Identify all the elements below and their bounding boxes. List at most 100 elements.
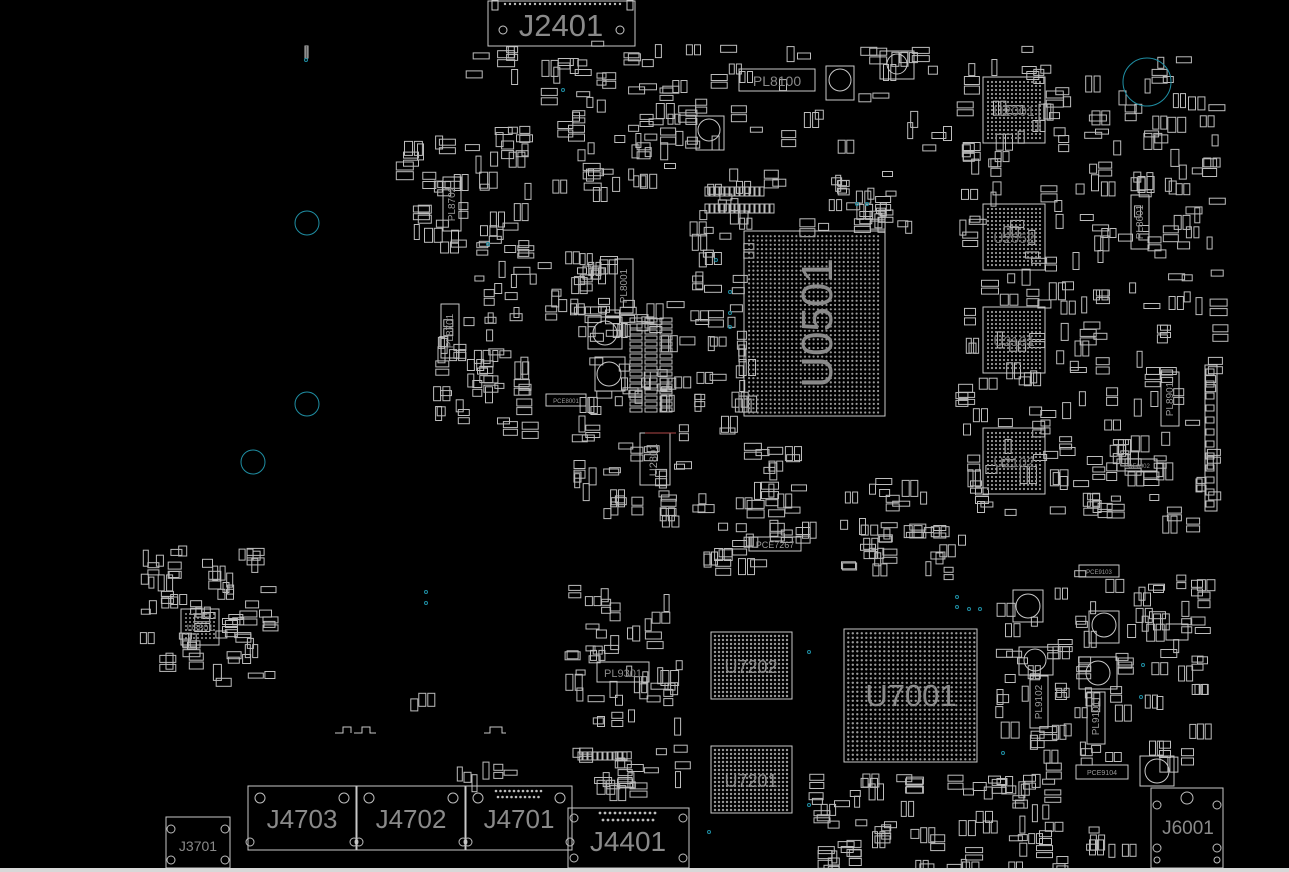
pad <box>1005 623 1012 638</box>
pad <box>165 652 174 670</box>
pad <box>644 359 658 365</box>
pad <box>1185 206 1203 215</box>
pad <box>1039 838 1052 845</box>
pad <box>572 111 580 122</box>
pad <box>802 521 809 539</box>
pad <box>1120 450 1130 467</box>
pad <box>715 558 732 567</box>
pad <box>472 52 490 60</box>
pad <box>689 221 698 237</box>
pad <box>678 424 689 433</box>
pad <box>749 186 755 197</box>
pad <box>1143 132 1153 150</box>
pad <box>1186 525 1201 533</box>
cap-pce7267 <box>748 536 802 552</box>
pad <box>874 826 891 835</box>
pad <box>1195 478 1203 493</box>
pad <box>465 70 483 79</box>
pad <box>589 357 604 366</box>
pad <box>719 186 725 197</box>
pad <box>614 396 623 407</box>
pad <box>513 266 531 275</box>
pad <box>629 359 643 365</box>
pad <box>577 267 587 275</box>
pad <box>1028 833 1036 845</box>
pad <box>660 498 677 507</box>
pad <box>472 380 483 388</box>
pad <box>882 171 893 177</box>
pad <box>511 69 519 85</box>
pad <box>659 401 673 407</box>
pad <box>609 785 618 802</box>
pad <box>965 854 984 861</box>
pad <box>1054 682 1067 691</box>
pad <box>925 561 932 577</box>
pad <box>746 509 765 519</box>
pad <box>494 127 513 135</box>
pad <box>1138 177 1146 192</box>
pad <box>710 74 728 81</box>
pad <box>1019 466 1028 485</box>
pad <box>982 820 990 834</box>
pad <box>1023 774 1036 782</box>
chip-u7202 <box>710 631 793 700</box>
pad <box>663 698 674 707</box>
pad <box>672 80 680 93</box>
pad <box>1194 207 1201 224</box>
pad <box>967 463 981 472</box>
pad <box>992 181 1002 196</box>
label-pce8902: PCE8902 <box>1124 464 1150 470</box>
pad <box>610 501 619 516</box>
pad <box>147 632 155 645</box>
pad <box>239 618 258 626</box>
pad <box>739 71 746 83</box>
pad <box>667 113 674 125</box>
pad <box>560 179 568 194</box>
label-pl8901: PL8901 <box>1165 381 1176 416</box>
pad <box>885 494 900 503</box>
pad <box>1072 252 1080 270</box>
pad <box>1205 452 1215 460</box>
pad <box>1143 479 1160 486</box>
pad <box>1133 592 1142 607</box>
pad <box>714 548 724 561</box>
pad <box>704 284 722 293</box>
pad <box>643 446 658 454</box>
pad <box>654 44 662 59</box>
pad <box>746 499 765 509</box>
pad <box>450 241 459 254</box>
pad <box>1185 419 1201 426</box>
pad <box>1091 698 1101 713</box>
pad <box>479 365 494 374</box>
pad <box>695 98 708 106</box>
pad <box>956 101 974 109</box>
pad <box>970 487 982 494</box>
pad <box>574 473 581 489</box>
pad <box>584 596 593 607</box>
pad <box>1018 340 1027 352</box>
label-j6001: J6001 <box>1162 818 1214 839</box>
pad <box>1144 78 1151 94</box>
pad <box>570 303 577 316</box>
label-pce9104: PCE9104 <box>1087 770 1117 777</box>
pad <box>915 859 922 872</box>
pad <box>669 335 678 353</box>
pad <box>219 565 226 581</box>
pad <box>483 289 495 298</box>
pad <box>639 113 654 120</box>
pad <box>890 64 897 81</box>
pad <box>943 574 954 581</box>
pad <box>927 65 938 75</box>
pad <box>1097 502 1113 510</box>
pad <box>479 375 494 384</box>
pad <box>729 304 743 313</box>
pad <box>1105 752 1114 762</box>
pad <box>1108 843 1116 858</box>
label-j3701: J3701 <box>179 838 217 854</box>
pad <box>908 800 915 817</box>
pad <box>747 71 753 83</box>
pad <box>1124 104 1137 113</box>
pad <box>970 188 979 200</box>
pad <box>990 191 997 207</box>
pad <box>1040 410 1057 418</box>
